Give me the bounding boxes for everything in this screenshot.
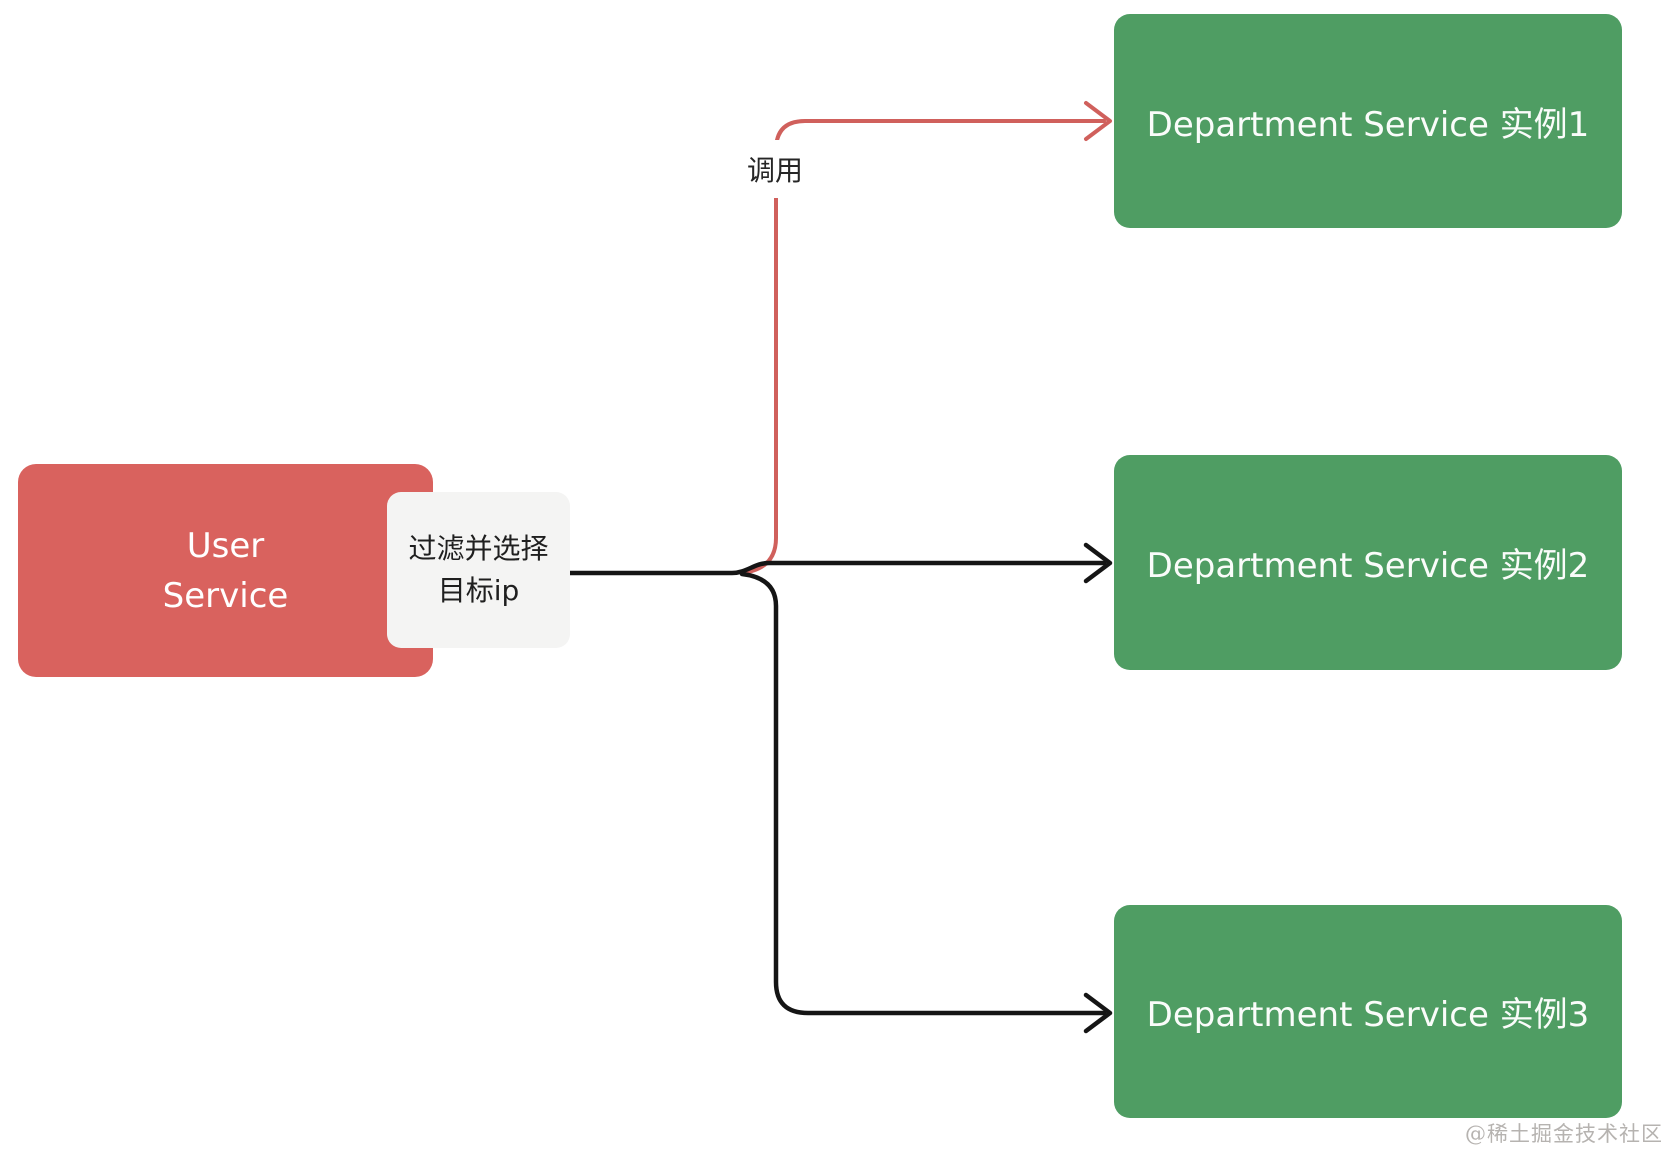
department-service-instance-2-label: Department Service 实例2 [1146, 546, 1590, 586]
filter-label-line1: 过滤并选择 [408, 532, 549, 565]
user-service-node: User Service [18, 464, 433, 677]
call-edge-label: 调用 [723, 140, 827, 198]
filter-select-ip-label: 过滤并选择 目标ip [387, 492, 570, 648]
arrowhead-instance-2-icon [1083, 542, 1113, 584]
department-service-instance-2-node: Department Service 实例2 [1114, 455, 1622, 670]
user-service-label-line2: Service [162, 575, 289, 616]
department-service-instance-3-label: Department Service 实例3 [1146, 995, 1590, 1035]
arrowhead-instance-3-icon [1083, 992, 1113, 1034]
department-service-instance-3-node: Department Service 实例3 [1114, 905, 1622, 1118]
department-service-instance-1-node: Department Service 实例1 [1114, 14, 1622, 228]
user-service-label-line1: User [186, 525, 265, 566]
arrowhead-instance-1-icon [1084, 101, 1112, 141]
watermark: @稀土掘金技术社区 [1465, 1122, 1663, 1146]
edge-to-instance-2 [567, 560, 1107, 576]
department-service-instance-1-label: Department Service 实例1 [1146, 104, 1590, 145]
edge-to-instance-3 [739, 571, 1107, 1016]
filter-label-line2: 目标ip [437, 574, 520, 607]
